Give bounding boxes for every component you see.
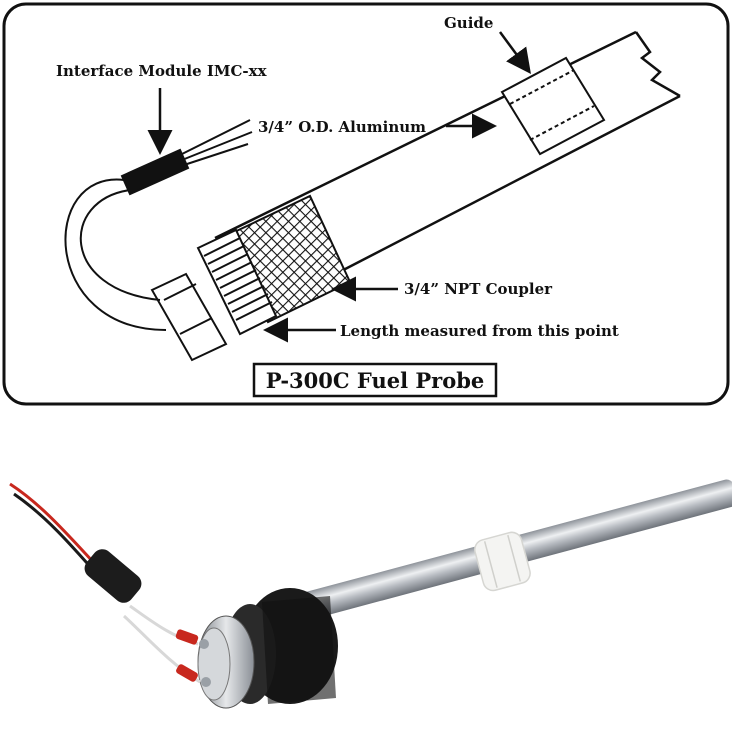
probe-diagram: Guide Interface Module IMC-xx 3/4” O.D. …	[2, 2, 730, 406]
threaded-body	[196, 228, 278, 336]
product-photo	[0, 440, 732, 729]
lead-wires	[64, 178, 167, 331]
module-wires	[179, 119, 253, 166]
guide-arrow	[498, 31, 531, 75]
interface-module-label: Interface Module IMC-xx	[56, 62, 268, 80]
length-point-label: Length measured from this point	[340, 322, 619, 340]
title-box	[252, 362, 498, 398]
guide-sleeve	[500, 56, 606, 156]
diagram-panel: Guide Interface Module IMC-xx 3/4” O.D. …	[2, 2, 730, 406]
aluminum-label: 3/4” O.D. Aluminum	[258, 118, 426, 136]
hex-head	[150, 272, 228, 362]
guide-label: Guide	[444, 14, 493, 32]
probe-photo	[9, 479, 732, 709]
diagram-title: P-300C Fuel Probe	[266, 368, 485, 393]
photo-fitting	[197, 615, 255, 709]
photo-guide	[474, 531, 531, 592]
photo-connectors	[175, 629, 199, 682]
interface-module	[120, 148, 190, 196]
npt-coupler-label: 3/4” NPT Coupler	[404, 280, 553, 298]
pointer-arrows	[147, 31, 531, 343]
photo-module	[84, 549, 142, 603]
